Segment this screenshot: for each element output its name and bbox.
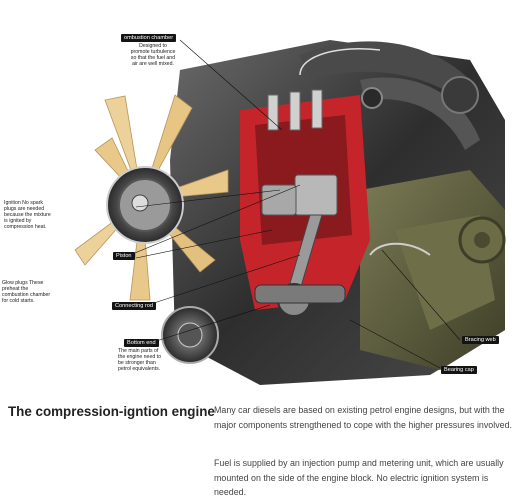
cylinder-cutaway	[240, 89, 370, 317]
bracing-web-tag: Bracing web	[462, 336, 499, 344]
ignition-label: Ignition No spark plugs are needed becau…	[4, 200, 51, 230]
bottom-end-description: The main parts of the engine need to be …	[118, 348, 161, 372]
caption-title: The compression-igntion engine	[8, 404, 215, 419]
crank-pulley	[161, 306, 219, 364]
bottom-end-tag: Bottom end	[124, 339, 159, 347]
piston-tag: Piston	[113, 252, 135, 260]
caption-paragraph-2: Fuel is supplied by an injection pump an…	[214, 458, 504, 498]
leader-lines	[129, 39, 461, 369]
caption-paragraph-1: Many car diesels are based on existing p…	[214, 405, 512, 430]
cooling-fan	[74, 94, 229, 301]
combustion-chamber-description: Designed to promote turbulence so that t…	[130, 43, 176, 67]
connecting-rod-tag: Connecting rod	[112, 302, 156, 310]
combustion-chamber-tag: ombustion chamber	[121, 34, 177, 42]
engine-cutaway-illustration	[74, 39, 506, 385]
glow-plugs-label: Glow plugs These preheat the combustion …	[2, 280, 51, 304]
bearing-cap-tag: Bearing cap	[441, 366, 477, 374]
